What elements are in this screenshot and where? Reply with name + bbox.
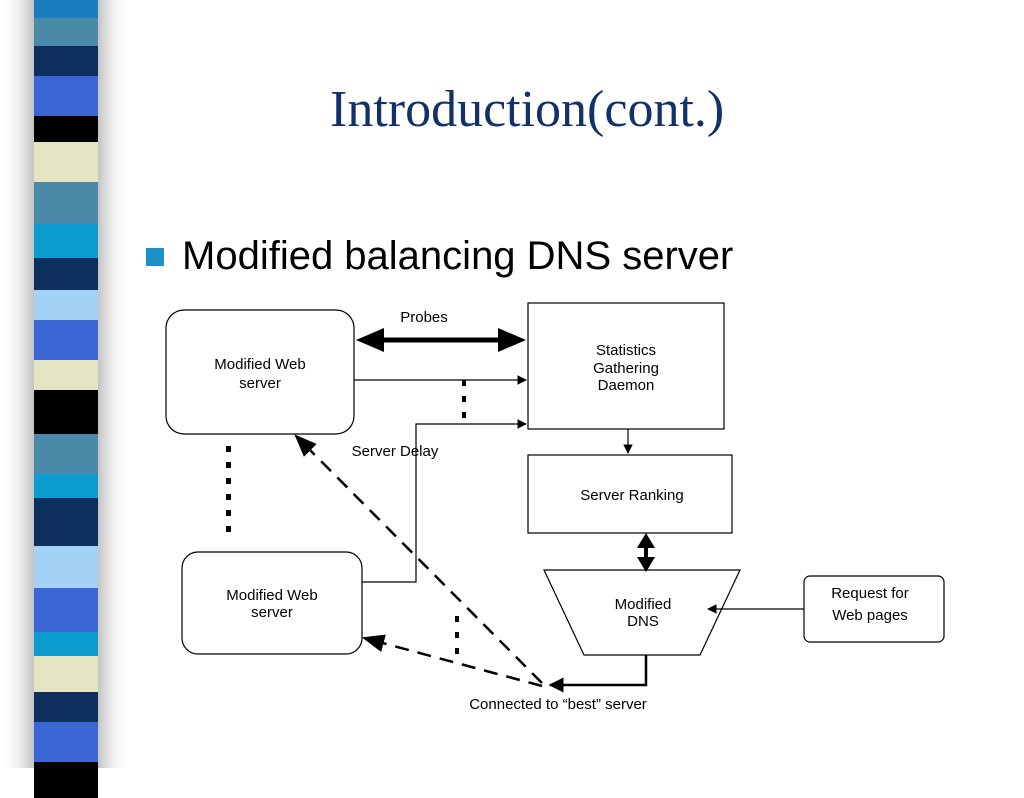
ellipsis-dot [462,396,466,402]
ellipsis-dot [226,462,231,468]
ellipsis-dot [455,632,459,638]
square-bullet-icon [146,248,164,266]
stripe-shadow [0,0,130,768]
server-delay-label: Server Delay [352,443,439,460]
stripe-band [34,224,98,258]
stripe-band [34,182,98,224]
server2-to-stats-arrow [362,419,527,583]
ellipsis-dot [462,412,466,418]
request-label-line2: Web pages [832,607,908,624]
ellipsis-dot [462,380,466,386]
stripe-band [34,632,98,656]
stripe-band [34,320,98,360]
stats-daemon-box [527,302,725,430]
probes-arrowhead-right [498,328,526,352]
ellipsis-dot [226,526,231,532]
modified-dns-label-line1: Modified [615,596,672,613]
ellipsis-dot [455,648,459,654]
stats-daemon-label-line1: Statistics [596,342,656,359]
dns-diagram: Modified Web server Statistics Gathering… [165,302,945,713]
stats-daemon-label-line2: Gathering [593,360,659,377]
server-ranking-node: Server Ranking [527,454,733,534]
bullet-text: Modified balancing DNS server [182,234,734,278]
stripe-band [34,360,98,390]
stripe-band [34,498,98,546]
stripe-band [34,722,98,762]
web-server-1-label-line1: Modified Web [214,356,305,373]
dashed-arrow-to-server2 [361,634,543,688]
stripe-band [34,588,98,632]
dns-to-client-arrow [548,655,648,693]
ellipsis-dots-servers [226,446,231,532]
stripe-band [34,474,98,498]
ellipsis-dot [226,446,231,452]
web-server-1-node: Modified Web server [165,309,355,435]
modified-dns-node: Modified DNS [543,569,741,656]
stats-daemon-label-line3: Daemon [598,377,655,394]
stripe-band [34,656,98,692]
stripe-band [34,258,98,290]
web-server-2-node: Modified Web server [181,551,363,655]
stripe-band [34,46,98,76]
stripe-band [34,434,98,474]
stripe-band [34,546,98,588]
stats-daemon-node: Statistics Gathering Daemon [527,302,725,430]
stripe-band [34,18,98,46]
probes-label: Probes [400,309,448,326]
request-node: Request for Web pages [803,575,945,643]
stripe-band [34,142,98,182]
stripe-band [34,692,98,722]
dashed-arrow-to-server1 [294,434,543,684]
request-label-line1: Request for [831,585,909,602]
stripe-band [34,76,98,116]
web-server-1-box [165,309,355,435]
ranking-dns-arrowhead-up [637,533,655,548]
web-server-2-box [181,551,363,655]
web-server-1-label-line2: server [239,375,281,392]
probes-arrow [356,328,526,352]
slide-title: Introduction(cont.) [330,81,725,138]
stripe-band [34,0,98,18]
modified-dns-label-line2: DNS [627,613,659,630]
stripe-band [34,390,98,434]
ellipsis-dots-dashed [455,616,459,654]
stripe-band [34,116,98,142]
ranking-dns-arrow [637,533,655,572]
web-server-2-label-line1: Modified Web [226,587,317,604]
ranking-dns-arrowhead-down [637,557,655,572]
connected-label: Connected to “best” server [469,696,647,713]
ellipsis-dot [226,510,231,516]
server-ranking-label: Server Ranking [580,487,683,504]
ellipsis-dot [226,478,231,484]
stripe-shadow-right [98,0,130,768]
probes-arrowhead-left [356,328,384,352]
decorative-stripe [0,0,130,798]
stripe-bands [34,0,98,798]
server-ranking-box [527,454,733,534]
web-server-2-label-line2: server [251,604,293,621]
stripe-shadow-left [0,0,34,768]
ellipsis-dots-arrows [462,380,466,418]
stripe-band [34,290,98,320]
modified-dns-shape [543,569,741,656]
ellipsis-dot [226,494,231,500]
ellipsis-dot [455,616,459,622]
